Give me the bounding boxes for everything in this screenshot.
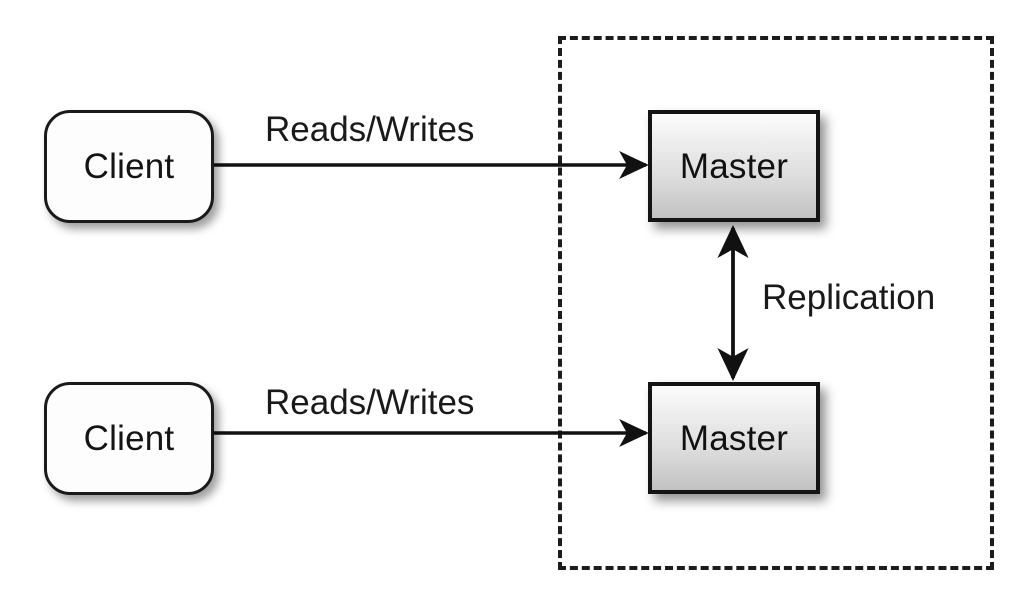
edge-label-reads-writes-bottom: Reads/Writes — [265, 383, 475, 422]
node-master-top[interactable]: Master — [648, 110, 820, 222]
node-client-bottom-label: Client — [83, 419, 175, 458]
node-master-bottom-label: Master — [679, 418, 789, 458]
replication-cluster-boundary — [558, 36, 994, 570]
edge-label-reads-writes-top: Reads/Writes — [265, 110, 475, 149]
node-client-top-label: Client — [83, 147, 175, 186]
node-master-bottom[interactable]: Master — [648, 382, 820, 494]
edge-label-replication: Replication — [762, 278, 936, 317]
node-client-top[interactable]: Client — [44, 110, 214, 223]
node-client-bottom[interactable]: Client — [44, 382, 214, 495]
node-master-top-label: Master — [679, 146, 789, 186]
